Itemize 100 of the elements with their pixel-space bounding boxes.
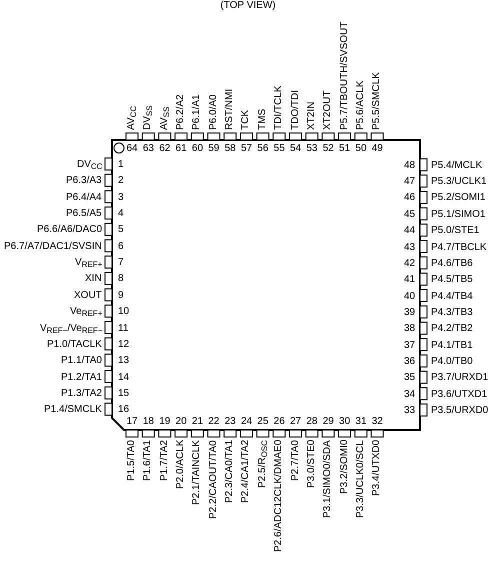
pin-number: 64 [126,143,138,155]
pin-number: 53 [306,143,318,155]
pin-number: 10 [118,306,130,318]
pin-label: TCK [240,110,252,130]
pin-label: P3.7/URXD1 [431,372,488,384]
pin-label: P1.2/TA1 [61,372,102,384]
pin-number: 25 [257,416,268,428]
pin-number: 16 [118,404,130,416]
pin-label: P4.5/TB5 [431,274,473,286]
pin-number: 35 [404,372,416,384]
pin-label: XT2IN [306,102,318,130]
pin-number: 4 [118,208,124,220]
pin-number: 36 [404,356,416,368]
pin-number: 14 [118,372,130,384]
pin-number: 37 [404,340,416,352]
pin-label: P4.6/TB6 [431,258,473,270]
pin-label: P6.2/A2 [175,94,188,130]
pin-label: P2.6/ADC12CLK/DMAE0 [273,440,286,552]
pin-label: P4.3/TB3 [431,306,473,319]
pin-label: P4.7/TBCLK [431,242,487,254]
pin-label: P6.5/A5 [66,208,102,220]
pin-number: 15 [118,388,130,400]
pin-number: 20 [176,416,187,428]
pin-number: 2 [118,175,124,188]
pin-number: 3 [118,192,124,204]
pin-number: 44 [404,225,416,238]
pin-label: P3.1/SIMO0/SDA [322,440,334,518]
pin-number: 8 [118,273,124,286]
pin-number: 21 [192,416,204,428]
pin-number: 5 [118,224,124,236]
pin-label: P6.4/A4 [66,192,102,204]
pin-number: 59 [208,143,220,155]
pin-number: 7 [118,257,124,270]
pin-number: 33 [404,405,416,417]
pin-number: 28 [306,416,318,428]
pin-label: TDI/TCLK [273,86,286,130]
pin-label: XIN [85,273,102,286]
pin-label: P3.5/URXD0 [431,405,488,417]
pin-label: XT2OUT [322,90,334,130]
pin-label: P5.7/TBOUTH/SVSOUT [338,22,351,130]
pin-label: P3.6/UTXD1 [431,388,488,401]
pin-number: 27 [290,416,302,428]
pin-number: 48 [404,160,416,172]
pin-label: P3.0/STE0 [306,440,318,488]
pin-label: XOUT [74,290,102,302]
pin-label: P6.6/A6/DAC0 [37,224,102,236]
pin-number: 43 [404,242,416,254]
pin-label: P2.3/CA0/TA1 [224,440,236,503]
pin-label: P5.5/SMCLK [371,72,384,130]
pin-label: P6.3/A3 [66,175,102,188]
pin-number: 57 [240,143,252,155]
pin-label: V$_{REF+}$ [75,257,102,270]
pin-label: P5.1/SIMO1 [431,208,486,221]
pin-label: P4.4/TB4 [431,290,473,303]
pin-label: P5.2/SOMI1 [431,192,486,204]
pin-label: P1.1/TA0 [61,355,102,368]
pin-number: 11 [118,322,128,334]
pin-number: 13 [118,355,130,368]
pin-number: 62 [159,143,170,155]
pin-number: 32 [372,416,383,428]
pin-label: P6.7/A7/DAC1/SVSIN [4,240,102,253]
pin-label: P5.0/STE1 [431,225,480,238]
pin-label: P6.0/A0 [208,94,220,130]
pin-label: V$_{REF−}$/Ve$_{REF−}$ [40,322,102,334]
pin-number: 34 [404,388,416,401]
pin-number: 49 [372,143,383,155]
pin-label: P4.2/TB2 [431,323,473,336]
pin-label: P4.1/TB1 [431,340,473,352]
pin-label: P5.6/ACLK [354,80,367,130]
pin-number: 63 [142,143,154,155]
pin-number: 50 [355,143,367,155]
pin-label: P1.5/TA0 [126,440,138,481]
pin-number: 18 [142,416,154,428]
pin-number: 54 [290,143,302,155]
pin-label: P2.7/TA0 [290,440,302,481]
pin-number: 31 [355,416,367,428]
pin-label: P1.3/TA2 [61,388,102,400]
pin-label: P1.6/TA1 [142,440,154,481]
pin-label: P1.4/SMCLK [44,404,102,416]
pin-number: 52 [322,143,334,155]
pin-number: 60 [192,143,204,155]
pin-number: 47 [404,176,416,188]
pin-number: 55 [274,143,285,155]
pin-number: 12 [118,338,130,351]
pin-label: P5.3/UCLK1 [431,176,487,188]
pin-label: P6.1/A1 [191,94,204,130]
pin-number: 40 [404,290,416,303]
pin-label: P2.0/ACLK [175,440,188,489]
pin-number: 19 [159,416,170,428]
pin-number: 58 [224,143,236,155]
pin-number: 51 [339,143,350,155]
pin-number: 46 [404,192,416,204]
pin-label: P5.4/MCLK [431,160,482,172]
pin-label: P2.1/TAINCLK [191,440,204,505]
pin-label: P1.0/TACLK [47,338,102,351]
view-title: (TOP VIEW) [219,0,277,12]
pin-label: P3.3/UCLK0/SCL [354,440,367,518]
pin-label: Ve$_{REF+}$ [70,306,102,318]
pin-label: P3.4/UTXD0 [371,440,384,496]
pin-label: TDO/TDI [290,90,302,130]
